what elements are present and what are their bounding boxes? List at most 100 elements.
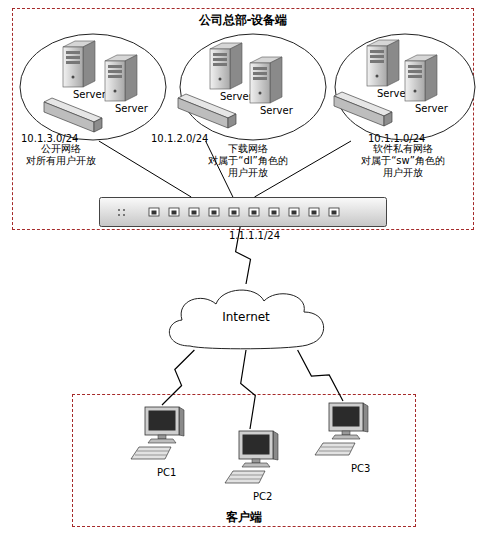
circle-part <box>114 90 117 93</box>
circle-part <box>123 214 125 216</box>
svg-part <box>129 405 189 463</box>
client-region: 客户端PC1PC2PC3 <box>72 394 416 527</box>
server-icon: Server <box>101 53 151 119</box>
pc-label: PC3 <box>351 463 370 475</box>
rect-part <box>253 72 267 75</box>
circle-part <box>72 76 75 79</box>
server-label: Server <box>260 105 293 117</box>
switch-symbol <box>334 92 392 126</box>
rect-part <box>100 198 387 227</box>
polygon-part <box>230 43 242 89</box>
rect-part <box>312 211 317 215</box>
switch-top <box>44 98 102 122</box>
switch-end <box>384 112 392 126</box>
network-description: 下载网络 对属于“dl”角色的 用户开放 <box>200 143 296 179</box>
ellipse-part <box>180 34 326 140</box>
pc-label: PC2 <box>253 491 272 503</box>
switch-front <box>44 102 94 132</box>
rect-part <box>152 211 157 215</box>
polygon-part <box>270 57 282 103</box>
rect-part <box>332 211 337 215</box>
ellipse-part <box>335 34 475 140</box>
rect-part <box>210 49 230 89</box>
rect-part <box>253 77 267 80</box>
polygon-part <box>363 403 368 432</box>
rect-part <box>158 435 166 439</box>
network-ellipse: 10.1.3.0/24公开网络 对所有用户开放ServerServer <box>19 33 167 141</box>
polygon-part <box>83 41 95 87</box>
circle-part <box>414 90 417 93</box>
switch-end <box>94 118 102 132</box>
switch-front <box>178 98 228 128</box>
svg-part <box>313 401 373 459</box>
rect-part <box>289 208 299 216</box>
rect-part <box>269 208 279 216</box>
rect-part <box>367 46 387 86</box>
server-label: Server <box>115 103 148 115</box>
ip-address: 1.1.1.1/24 <box>229 230 280 242</box>
circle-part <box>118 214 120 216</box>
svg-part <box>246 55 286 105</box>
polygon-part <box>179 407 184 436</box>
polygon-part <box>242 463 270 467</box>
network-ellipse: 10.1.1.0/24软件私有网络 对属于“sw”角色的 用户开放ServerS… <box>334 33 476 141</box>
svg-part <box>206 41 246 91</box>
rect-part <box>108 65 122 68</box>
polygon-part <box>131 447 171 459</box>
rect-part <box>333 407 360 427</box>
lan-link <box>255 141 352 197</box>
rect-part <box>250 63 270 103</box>
polygon-part <box>273 431 278 460</box>
circle-part <box>259 92 262 95</box>
rect-part <box>252 211 257 215</box>
gateway-device: 1.1.1.1/24 <box>99 197 387 227</box>
polygon-part <box>125 55 137 101</box>
polygon-part <box>148 439 176 443</box>
region-title: 客户端 <box>73 510 415 524</box>
site-region: 公司总部-设备端10.1.3.0/24公开网络 对所有用户开放ServerSer… <box>12 8 474 230</box>
rect-part <box>272 211 277 215</box>
rect-part <box>209 208 219 216</box>
lan-link <box>99 141 191 197</box>
line-part <box>135 455 167 456</box>
network-description: 软件私有网络 对属于“sw”角色的 用户开放 <box>355 143 451 179</box>
pc-icon: PC1 <box>129 405 189 483</box>
polygon-part <box>225 471 265 483</box>
switch-symbol <box>44 98 102 132</box>
svg-part <box>99 197 387 227</box>
wan-link <box>162 350 194 405</box>
internet-cloud: Internet <box>160 284 332 350</box>
svg-part <box>401 53 441 103</box>
circle-part <box>219 78 222 81</box>
pc-icon: PC3 <box>313 401 373 479</box>
line-part <box>231 475 263 476</box>
polygon-part <box>332 435 360 439</box>
circle-part <box>118 209 120 211</box>
polygon-part <box>315 443 355 455</box>
rect-part <box>408 75 422 78</box>
rect-part <box>253 67 267 70</box>
rect-part <box>370 50 384 53</box>
pc-icon: PC2 <box>223 429 283 497</box>
lan-link <box>206 141 233 197</box>
rect-part <box>145 407 179 435</box>
svg-part <box>59 39 99 89</box>
rect-part <box>329 208 339 216</box>
rect-part <box>63 47 83 87</box>
line-part <box>229 479 261 480</box>
rect-part <box>213 63 227 66</box>
rect-part <box>370 60 384 63</box>
rect-part <box>108 75 122 78</box>
rect-part <box>66 51 80 54</box>
server-icon: Server <box>401 53 451 119</box>
rect-part <box>213 58 227 61</box>
rect-part <box>66 56 80 59</box>
ellipse-part <box>20 34 166 140</box>
server-label: Server <box>415 103 448 115</box>
rect-part <box>405 61 425 101</box>
circle-part <box>123 209 125 211</box>
